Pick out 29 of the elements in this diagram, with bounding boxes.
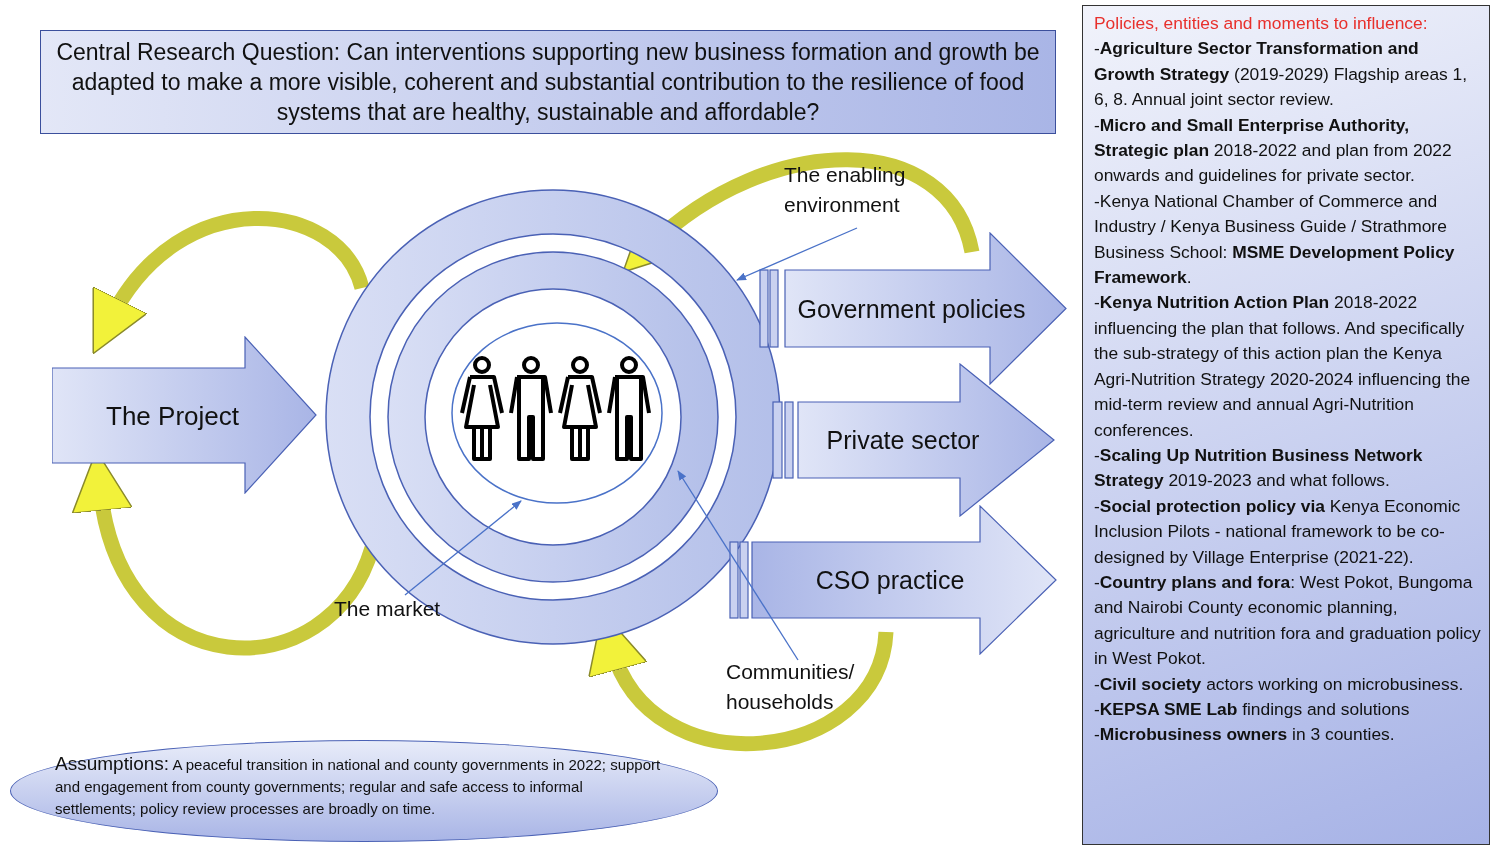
arrow-label: Private sector <box>825 425 981 456</box>
pointed-banner <box>771 363 1056 517</box>
question-text: Central Research Question: Can interventions supporting new business formation and growth be adapted to make a more visible, coherent and substantial contribution to the resilience of food systems that are healthy, sustainable and affordable? <box>55 38 1041 127</box>
policy-item: -Kenya Nutrition Action Plan 2018-2022 influencing the plan that follows. And specifically the sub-strategy of this action plan the Kenya Agri-Nutrition Strategy 2020-2024 influencing the mid-term review and annual Agri-Nutrition conferences. <box>1094 291 1472 442</box>
question-box <box>40 30 1056 134</box>
policy-item: -Scaling Up Nutrition Business Network Strategy 2019-2023 and what follows. <box>1094 443 1424 493</box>
policy-item: -Microbusiness owners in 3 counties. <box>1094 723 1396 747</box>
policy-item: -Kenya National Chamber of Commerce and Industry / Kenya Business Guide / Strathmore Business School: MSME Development Policy Framework. <box>1094 189 1456 290</box>
panel-heading: Policies, entities and moments to influence: <box>1094 12 1429 35</box>
policy-item: -Micro and Small Enterprise Authority, Strategic plan 2018-2022 and plan from 2022 onwards and guidelines for private sector. <box>1094 113 1453 188</box>
policy-item: -Country plans and fora: West Pokot, Bungoma and Nairobi County economic planning, agriculture and nutrition fora and graduation policy in West Pokot. <box>1094 570 1481 671</box>
policy-item: -Social protection policy via Kenya Economic Inclusion Pilots - national framework to be co-designed by Village Enterprise (2021-22). <box>1094 494 1462 569</box>
leader-line <box>404 500 522 596</box>
assumptions-text: Assumptions: A peaceful transition in national and county governments in 2022; support and engagement from county governments; regular and safe access to informal settlements; policy review processes are broadly on time. <box>55 753 661 819</box>
pointed-banner <box>52 336 318 494</box>
info-panel <box>1082 5 1490 845</box>
pointed-banner <box>728 505 1058 655</box>
leader-line <box>736 227 858 281</box>
arrow-label: Government policies <box>796 293 1027 325</box>
pointed-banner <box>758 232 1068 385</box>
policy-item: -Civil society actors working on microbusiness. <box>1094 672 1465 696</box>
arrow-label: CSO practice <box>814 565 966 596</box>
ring-shape <box>387 251 719 583</box>
ring-shape <box>325 189 781 645</box>
inner-circle <box>451 322 663 504</box>
arrow-label: The Project <box>105 399 240 433</box>
leader-line <box>677 470 799 661</box>
policy-item: -KEPSA SME Lab findings and solutions <box>1094 697 1411 721</box>
policy-item: -Agriculture Sector Transformation and Growth Strategy (2019-2029) Flagship areas 1, 6, 8. Annual joint sector review. <box>1094 37 1469 112</box>
